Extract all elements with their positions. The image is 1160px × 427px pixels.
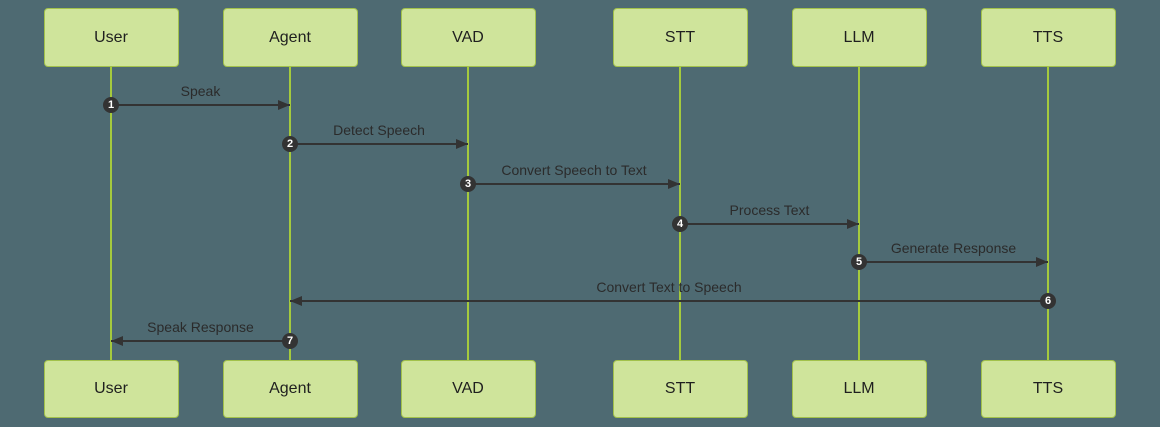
message-label: Speak Response [147, 319, 254, 335]
message-line [680, 223, 859, 225]
message-number-badge: 7 [282, 333, 298, 349]
actor-box-top-user: User [43, 8, 179, 67]
lifeline-agent [289, 67, 291, 360]
actor-box-top-llm: LLM [791, 8, 927, 67]
actor-box-bottom-user: User [43, 360, 179, 418]
message-number-badge: 5 [851, 254, 867, 270]
lifeline-user [110, 67, 112, 360]
actor-box-top-stt: STT [612, 8, 748, 67]
message-label: Detect Speech [333, 122, 425, 138]
message-label: Speak [180, 83, 221, 99]
message-label: Process Text [729, 202, 810, 218]
message-line [290, 143, 468, 145]
message-number-badge: 4 [672, 216, 688, 232]
arrowhead-icon [111, 336, 123, 346]
arrowhead-icon [668, 179, 680, 189]
message-line [290, 300, 1048, 302]
lifeline-vad [467, 67, 469, 360]
arrowhead-icon [278, 100, 290, 110]
actor-box-top-tts: TTS [980, 8, 1116, 67]
message-label: Convert Speech to Text [501, 162, 647, 178]
message-number-badge: 3 [460, 176, 476, 192]
arrowhead-icon [1036, 257, 1048, 267]
message-number-badge: 1 [103, 97, 119, 113]
actor-box-bottom-llm: LLM [791, 360, 927, 418]
message-line [859, 261, 1048, 263]
message-line [111, 340, 290, 342]
message-number-badge: 6 [1040, 293, 1056, 309]
message-line [468, 183, 680, 185]
lifeline-llm [858, 67, 860, 360]
actor-box-bottom-vad: VAD [400, 360, 536, 418]
message-label: Convert Text to Speech [596, 279, 742, 295]
lifeline-stt [679, 67, 681, 360]
arrowhead-icon [847, 219, 859, 229]
actor-box-bottom-agent: Agent [222, 360, 358, 418]
actor-box-bottom-stt: STT [612, 360, 748, 418]
message-label: Generate Response [890, 240, 1017, 256]
arrowhead-icon [456, 139, 468, 149]
actor-box-top-agent: Agent [222, 8, 358, 67]
actor-box-bottom-tts: TTS [980, 360, 1116, 418]
message-number-badge: 2 [282, 136, 298, 152]
message-line [111, 104, 290, 106]
arrowhead-icon [290, 296, 302, 306]
lifeline-tts [1047, 67, 1049, 360]
actor-box-top-vad: VAD [400, 8, 536, 67]
